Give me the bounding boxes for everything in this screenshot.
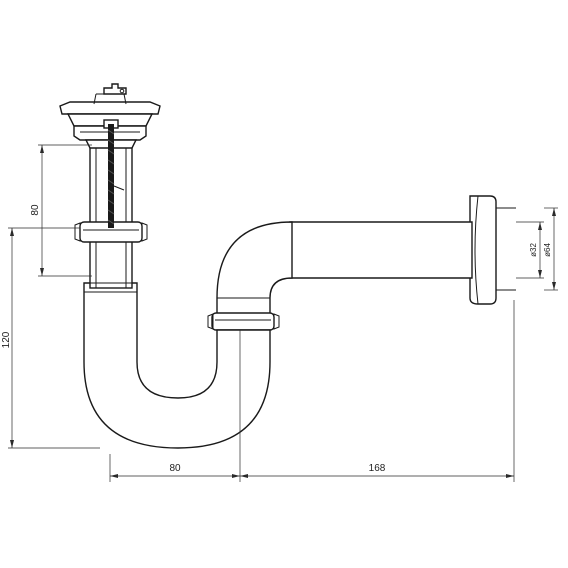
dimension-lines [8, 144, 558, 482]
dimension-label-168: 168 [369, 463, 386, 474]
u-bend-trap [83, 282, 271, 449]
wall-rosette [469, 195, 516, 305]
dimension-label-120: 120 [1, 331, 12, 348]
dimension-label-80-vertical: 80 [30, 204, 41, 216]
waste-plug-assembly [59, 83, 161, 228]
upper-elbow [216, 221, 293, 319]
dimension-label-80-horizontal: 80 [169, 463, 181, 474]
outlet-union-nut [207, 312, 280, 331]
inlet-union-nut [74, 221, 148, 243]
dimension-label-d64: ø64 [543, 243, 552, 257]
horizontal-outlet-pipe [289, 221, 473, 279]
dimension-label-d32: ø32 [529, 243, 538, 257]
